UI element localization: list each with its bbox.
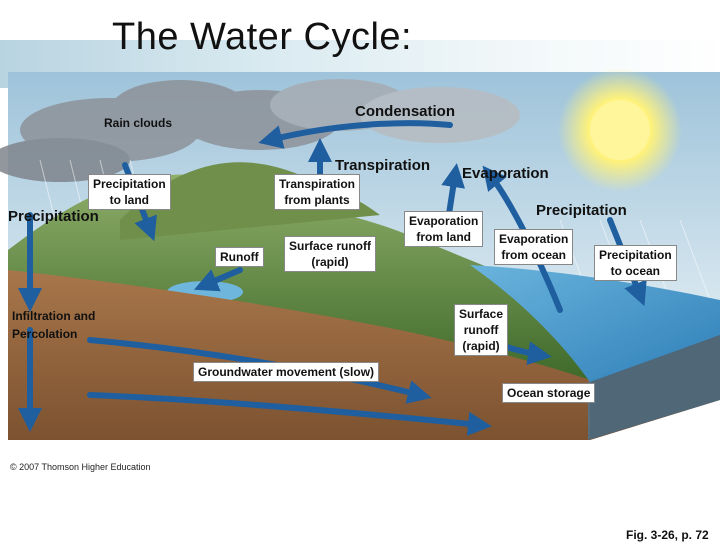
label-evaporation-from-ocean: Evaporation from ocean: [494, 229, 574, 265]
label-rain-clouds: Rain clouds: [104, 116, 173, 130]
label-surface-runoff-2: Surface runoff (rapid): [454, 304, 509, 356]
runoff-arrow: [193, 267, 243, 292]
label-transpiration-from-plants: Transpiration from plants: [274, 174, 361, 210]
label-evaporation-from-land: Evaporation from land: [404, 211, 484, 247]
copyright-text: © 2007 Thomson Higher Education: [10, 462, 151, 472]
label-infiltration: Infiltration and Percolation: [12, 309, 96, 341]
condensation-arrow: [258, 120, 453, 149]
ocean-depth: [588, 335, 720, 440]
label-surface-runoff-1: Surface runoff (rapid): [284, 236, 377, 272]
rain-clouds: [0, 79, 520, 182]
label-ocean-storage: Ocean storage: [502, 383, 596, 403]
label-groundwater: Groundwater movement (slow): [193, 362, 380, 382]
label-runoff: Runoff: [215, 247, 264, 267]
sun-core: [590, 100, 650, 160]
figure-reference: Fig. 3-26, p. 72: [626, 528, 709, 542]
label-precipitation-to-land: Precipitation to land: [88, 174, 171, 210]
label-condensation: Condensation: [355, 103, 455, 120]
page-title: The Water Cycle:: [112, 16, 413, 58]
label-precipitation-right: Precipitation: [536, 202, 627, 219]
label-precipitation-left: Precipitation: [8, 208, 99, 225]
label-transpiration: Transpiration: [335, 157, 431, 174]
label-evaporation: Evaporation: [462, 165, 549, 182]
ocean: [470, 265, 720, 382]
groundwater-arrow-1: [87, 337, 432, 404]
groundwater-arrow-2: [87, 392, 492, 436]
label-precipitation-to-ocean: Precipitation to ocean: [594, 245, 677, 281]
